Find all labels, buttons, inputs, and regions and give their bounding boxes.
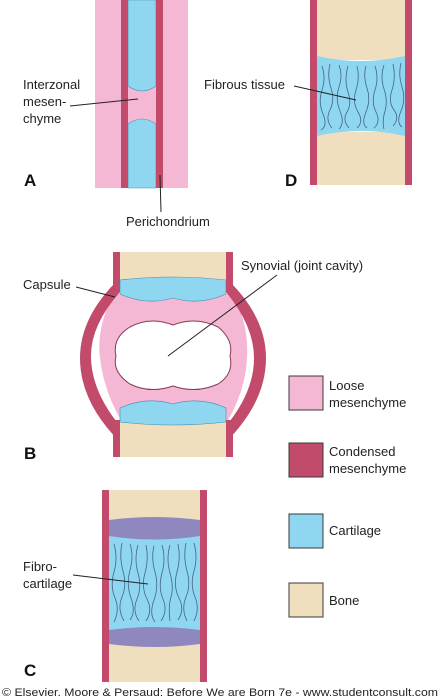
panel-c-bone-upper [109,490,200,522]
panel-c-fibrocartilage-label: Fibro- cartilage [23,559,72,591]
legend-swatch [288,582,324,618]
panel-a-cartilage-upper [127,0,157,92]
panel-d-condensed-right [405,0,412,185]
legend-label: Condensed mesenchyme [329,444,406,476]
panel-b-capsule-left [80,278,120,442]
panel-b-bone-lower [120,420,226,457]
legend-label: Loose mesenchyme [329,378,406,410]
panel-d-letter: D [285,171,297,190]
panel-b-letter: B [24,444,36,463]
panel-b-cartilage-lower [119,400,227,426]
copyright-text: © Elsevier. Moore & Persaud: Before We a… [2,687,438,699]
panel-b-synovial-label: Synovial (joint cavity) [241,258,363,273]
panel-a-condensed-right [156,0,163,188]
panel-b-capsule-right [226,278,266,442]
panel-b-shaft-left-lower [113,420,120,457]
legend-item-loose-mesenchyme: Loose mesenchyme [288,375,406,411]
panel-b-shaft-right-lower [226,420,233,457]
legend-label: Bone [329,593,359,608]
panel-d-fibrous-leader [293,85,357,101]
panel-a-perichondrium-label: Perichondrium [126,214,210,229]
panel-a-condensed-left [121,0,128,188]
legend-label: Cartilage [329,523,381,538]
legend: Loose mesenchyme Condensed mesenchyme Ca… [288,375,406,618]
panel-c-condensed-right [200,490,207,682]
legend-item-condensed-mesenchyme: Condensed mesenchyme [288,442,406,478]
panel-b-cartilage-upper [119,276,227,302]
panel-d-condensed-left [310,0,317,185]
panel-a-cartilage-lower [127,118,157,189]
panel-c-condensed-left [102,490,109,682]
panel-b-synovial-leader [167,274,278,357]
panel-b-shaft-left-upper [113,252,120,292]
panel-c-fibrocartilage [109,536,200,630]
panel-c-disc-upper [109,517,200,541]
legend-swatch [288,442,324,478]
panel-d-fibrous-label: Fibrous tissue [204,77,285,92]
panel-a-letter: A [24,171,36,190]
panel-c-disc-lower [109,626,200,647]
panel-b-joint-cavity [114,320,232,390]
panel-c-fibers [111,542,198,623]
panel-d: Fibrous tissue D [204,0,412,190]
panel-a-interzonal-label: Interzonal mesen- chyme [23,77,84,126]
panel-d-bone-upper [317,0,405,60]
panel-b: Capsule Synovial (joint cavity) B [23,252,363,463]
panel-c: Fibro- cartilage C [23,490,207,682]
panel-d-fibers [319,62,405,131]
legend-swatch [288,375,324,411]
panel-c-bone-lower [109,640,200,682]
legend-item-bone: Bone [288,582,359,618]
panel-c-letter: C [24,661,36,680]
panel-a: Interzonal mesen- chyme Perichondrium A [23,0,210,229]
legend-swatch [288,513,324,549]
panel-c-fibrocartilage-leader [72,574,149,585]
panel-a-perichondrium-leader [159,174,162,213]
panel-b-shaft-right-upper [226,252,233,292]
panel-b-capsule-leader [75,286,116,298]
legend-item-cartilage: Cartilage [288,513,381,549]
panel-d-bone-lower [317,132,405,185]
panel-a-interzonal-leader [69,98,139,107]
panel-b-capsule-label: Capsule [23,277,71,292]
panel-d-fibrous-tissue [317,56,405,136]
